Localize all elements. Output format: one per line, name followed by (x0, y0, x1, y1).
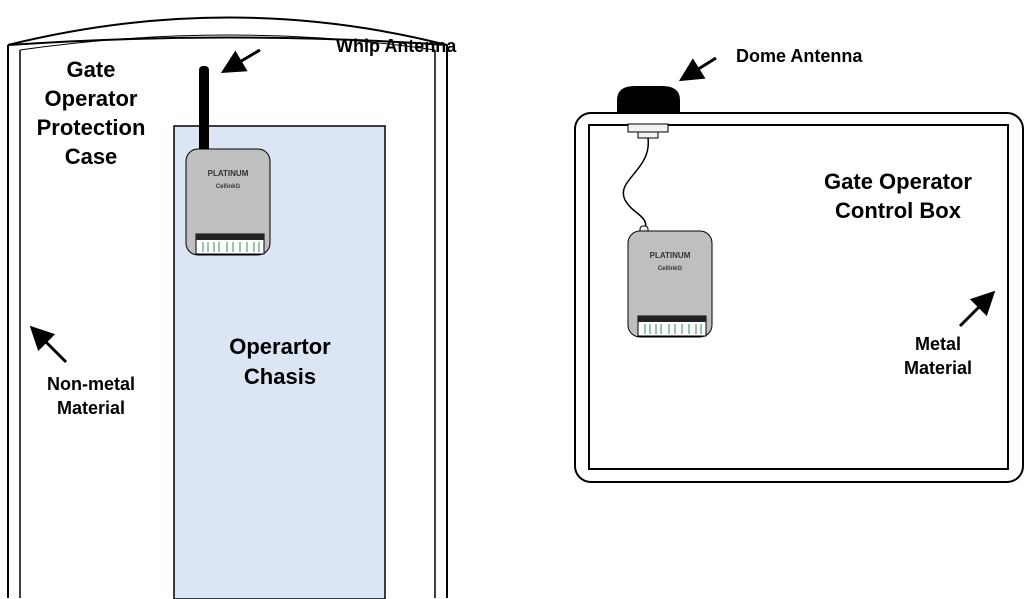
control-box-label-line1: Gate Operator (824, 169, 972, 194)
case-label-line3: Protection (37, 115, 146, 140)
antenna-cable (622, 137, 649, 233)
case-label-line1: Gate (67, 57, 116, 82)
nonmetal-arrow (29, 325, 68, 364)
device-right: PLATINUM CellinkG (627, 230, 713, 338)
whip-antenna-arrow (220, 48, 261, 74)
dome-antenna-arrow (678, 56, 717, 82)
whip-antenna (199, 66, 209, 154)
chassis-label-line2: Chasis (244, 364, 316, 389)
chassis-label-line1: Operartor (229, 334, 331, 359)
nonmetal-label-line2: Material (57, 398, 125, 418)
device-left: PLATINUM CellinkG (185, 148, 271, 256)
nonmetal-label-line1: Non-metal (47, 374, 135, 394)
control-box-label-line2: Control Box (835, 198, 962, 223)
metal-label-line1: Metal (915, 334, 961, 354)
device-brand-left: PLATINUM (208, 169, 249, 178)
dome-antenna-label: Dome Antenna (736, 46, 863, 66)
case-label-line2: Operator (45, 86, 138, 111)
metal-label-line2: Material (904, 358, 972, 378)
dome-antenna (617, 86, 680, 139)
terminal-block-left (195, 233, 265, 255)
terminal-block-right (637, 315, 707, 337)
metal-arrow (958, 290, 996, 328)
device-model-right: CellinkG (658, 266, 683, 272)
protection-case (7, 16, 448, 598)
whip-antenna-label: Whip Antenna (336, 36, 457, 56)
device-model-left: CellinkG (216, 184, 241, 190)
device-brand-right: PLATINUM (650, 251, 691, 260)
case-label-line4: Case (65, 144, 118, 169)
